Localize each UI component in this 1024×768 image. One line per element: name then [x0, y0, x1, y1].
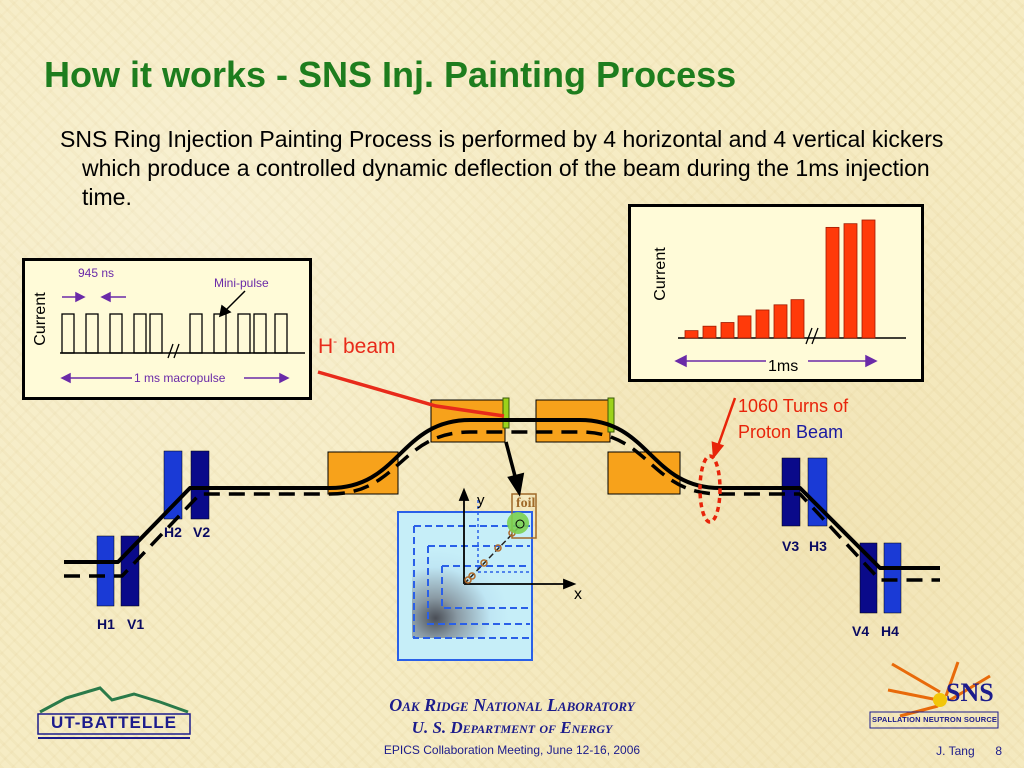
slide-title: How it works - SNS Inj. Painting Process [44, 54, 737, 95]
sns-logo-subtext: SPALLATION NEUTRON SOURCE [872, 715, 998, 724]
kicker-label-v3: V3 [782, 538, 800, 554]
footer-event: EPICS Collaboration Meeting, June 12-16,… [383, 743, 641, 757]
page-number: 8 [995, 744, 1002, 758]
intro-paragraph: SNS Ring Injection Painting Process is p… [60, 126, 944, 210]
minipulse-ylabel: Current [32, 292, 49, 346]
footer-author: J. Tang [936, 744, 975, 758]
x-axis-label: x [574, 586, 582, 603]
footer-author-page: J. Tang 8 [936, 744, 1002, 758]
footer-lab-name: Oak Ridge National Laboratory [389, 695, 635, 715]
h-beam-sup: - [333, 334, 338, 348]
turns-ylabel: Current [652, 247, 669, 301]
kicker-label-h3: H3 [809, 538, 827, 554]
h-beam-suffix: beam [337, 335, 396, 358]
y-axis-label: y [477, 492, 485, 509]
period-label: 945 ns [78, 266, 115, 280]
h-minus-beam-label: H- beam [318, 334, 396, 359]
kicker-label-h2: H2 [164, 524, 182, 540]
minipulse-label: Mini-pulse [214, 276, 269, 290]
footer-department: U. S. Department of Energy [411, 718, 613, 737]
sns-logo-text: SNS [946, 678, 994, 707]
turns-label-line2: Proton Beam [738, 422, 843, 443]
kicker-label-h4: H4 [881, 623, 899, 639]
turns-label-proton: Proton [738, 422, 797, 442]
turns-label-line1: 1060 Turns of [738, 396, 849, 416]
ut-battelle-logo-text: UT-BATTELLE [51, 713, 177, 732]
h-beam-prefix: H [318, 335, 334, 358]
macropulse-label: 1 ms macropulse [134, 371, 226, 385]
turns-xlabel: 1ms [768, 358, 799, 375]
turns-inset [628, 204, 924, 382]
foil-label: foil [516, 496, 536, 511]
kicker-label-v4: V4 [852, 623, 870, 639]
kicker-label-v1: V1 [127, 616, 145, 632]
kicker-label-h1: H1 [97, 616, 115, 632]
kicker-label-v2: V2 [193, 524, 211, 540]
turns-label-beam: Beam [796, 422, 844, 442]
